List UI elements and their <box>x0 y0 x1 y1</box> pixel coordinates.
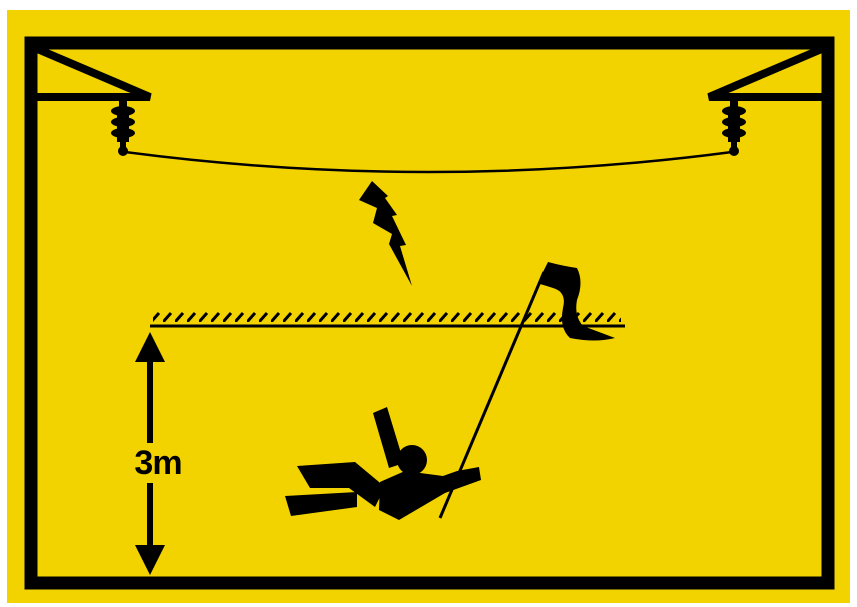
right-insulator-icon <box>722 97 746 156</box>
power-line-icon <box>124 150 733 174</box>
lightning-bolt-icon <box>359 181 412 286</box>
left-insulator-icon <box>111 97 135 156</box>
warning-sign: 3m <box>7 10 850 603</box>
safety-distance-line <box>150 312 625 328</box>
left-crossarm-icon <box>33 44 152 101</box>
sign-border <box>24 36 835 590</box>
flag-icon <box>540 262 615 341</box>
distance-label: 3m <box>121 443 195 483</box>
falling-person-icon <box>285 407 481 520</box>
right-crossarm-icon <box>707 44 826 101</box>
sign-artwork <box>24 36 835 590</box>
